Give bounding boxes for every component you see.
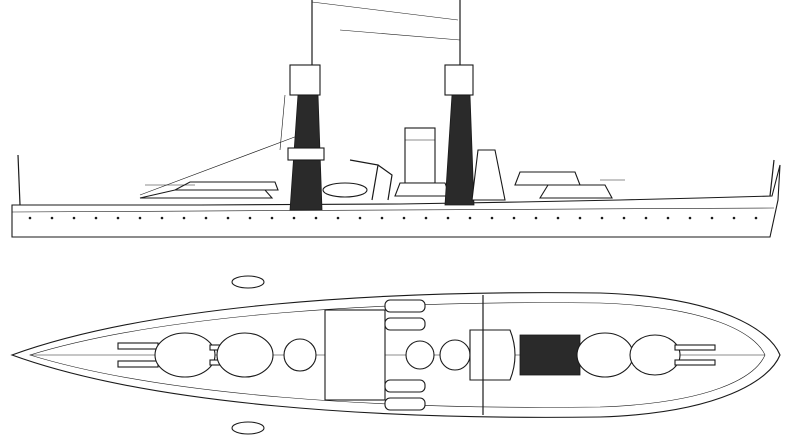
aft-turret-upper — [174, 181, 279, 191]
rigging-aft — [139, 134, 301, 196]
fore-turret-upper — [514, 171, 581, 186]
profile-view — [11, 0, 781, 238]
porthole — [94, 216, 98, 220]
porthole — [380, 216, 384, 220]
porthole — [468, 216, 472, 220]
porthole — [490, 216, 494, 220]
fore-turrets — [576, 332, 716, 378]
porthole — [50, 216, 54, 220]
porthole — [710, 216, 714, 220]
porthole — [424, 216, 428, 220]
porthole — [732, 216, 736, 220]
porthole — [402, 216, 406, 220]
porthole — [600, 216, 604, 220]
porthole — [292, 216, 296, 220]
porthole — [160, 216, 164, 220]
fore-cage-mast — [339, 0, 475, 206]
funnel — [404, 127, 436, 184]
porthole — [556, 216, 560, 220]
portholes — [28, 216, 758, 220]
stern-flagstaff — [17, 154, 21, 206]
midship-deckhouse — [394, 182, 451, 197]
porthole — [336, 216, 340, 220]
porthole — [138, 216, 142, 220]
porthole — [666, 216, 670, 220]
fore-mast-top — [439, 339, 471, 371]
porthole — [644, 216, 648, 220]
porthole — [512, 216, 516, 220]
deck-line — [11, 207, 775, 213]
porthole — [534, 216, 538, 220]
bridge — [471, 149, 506, 201]
porthole — [622, 216, 626, 220]
aft-cage-mast — [279, 0, 459, 211]
jackstaff — [769, 159, 775, 197]
porthole — [688, 216, 692, 220]
porthole — [578, 216, 582, 220]
porthole — [182, 216, 186, 220]
crane — [349, 159, 393, 201]
porthole — [226, 216, 230, 220]
boat — [322, 182, 368, 198]
porthole — [204, 216, 208, 220]
funnel-top — [405, 340, 435, 370]
aft-deckhouse — [324, 309, 386, 401]
profile-hull — [11, 164, 781, 238]
porthole — [28, 216, 32, 220]
bridge-plan — [469, 329, 516, 381]
plan-view — [10, 275, 781, 435]
porthole — [72, 216, 76, 220]
aft-turrets — [117, 332, 274, 378]
aft-mast-top — [283, 338, 317, 372]
boats-lower — [231, 379, 426, 435]
fore-turret — [539, 184, 613, 199]
porthole — [270, 216, 274, 220]
porthole — [358, 216, 362, 220]
fore-deck-shaded — [519, 334, 581, 376]
porthole — [314, 216, 318, 220]
boats-upper — [231, 275, 426, 331]
porthole — [248, 216, 252, 220]
aft-turret — [139, 189, 274, 199]
porthole — [754, 216, 758, 220]
porthole — [446, 216, 450, 220]
porthole — [116, 216, 120, 220]
